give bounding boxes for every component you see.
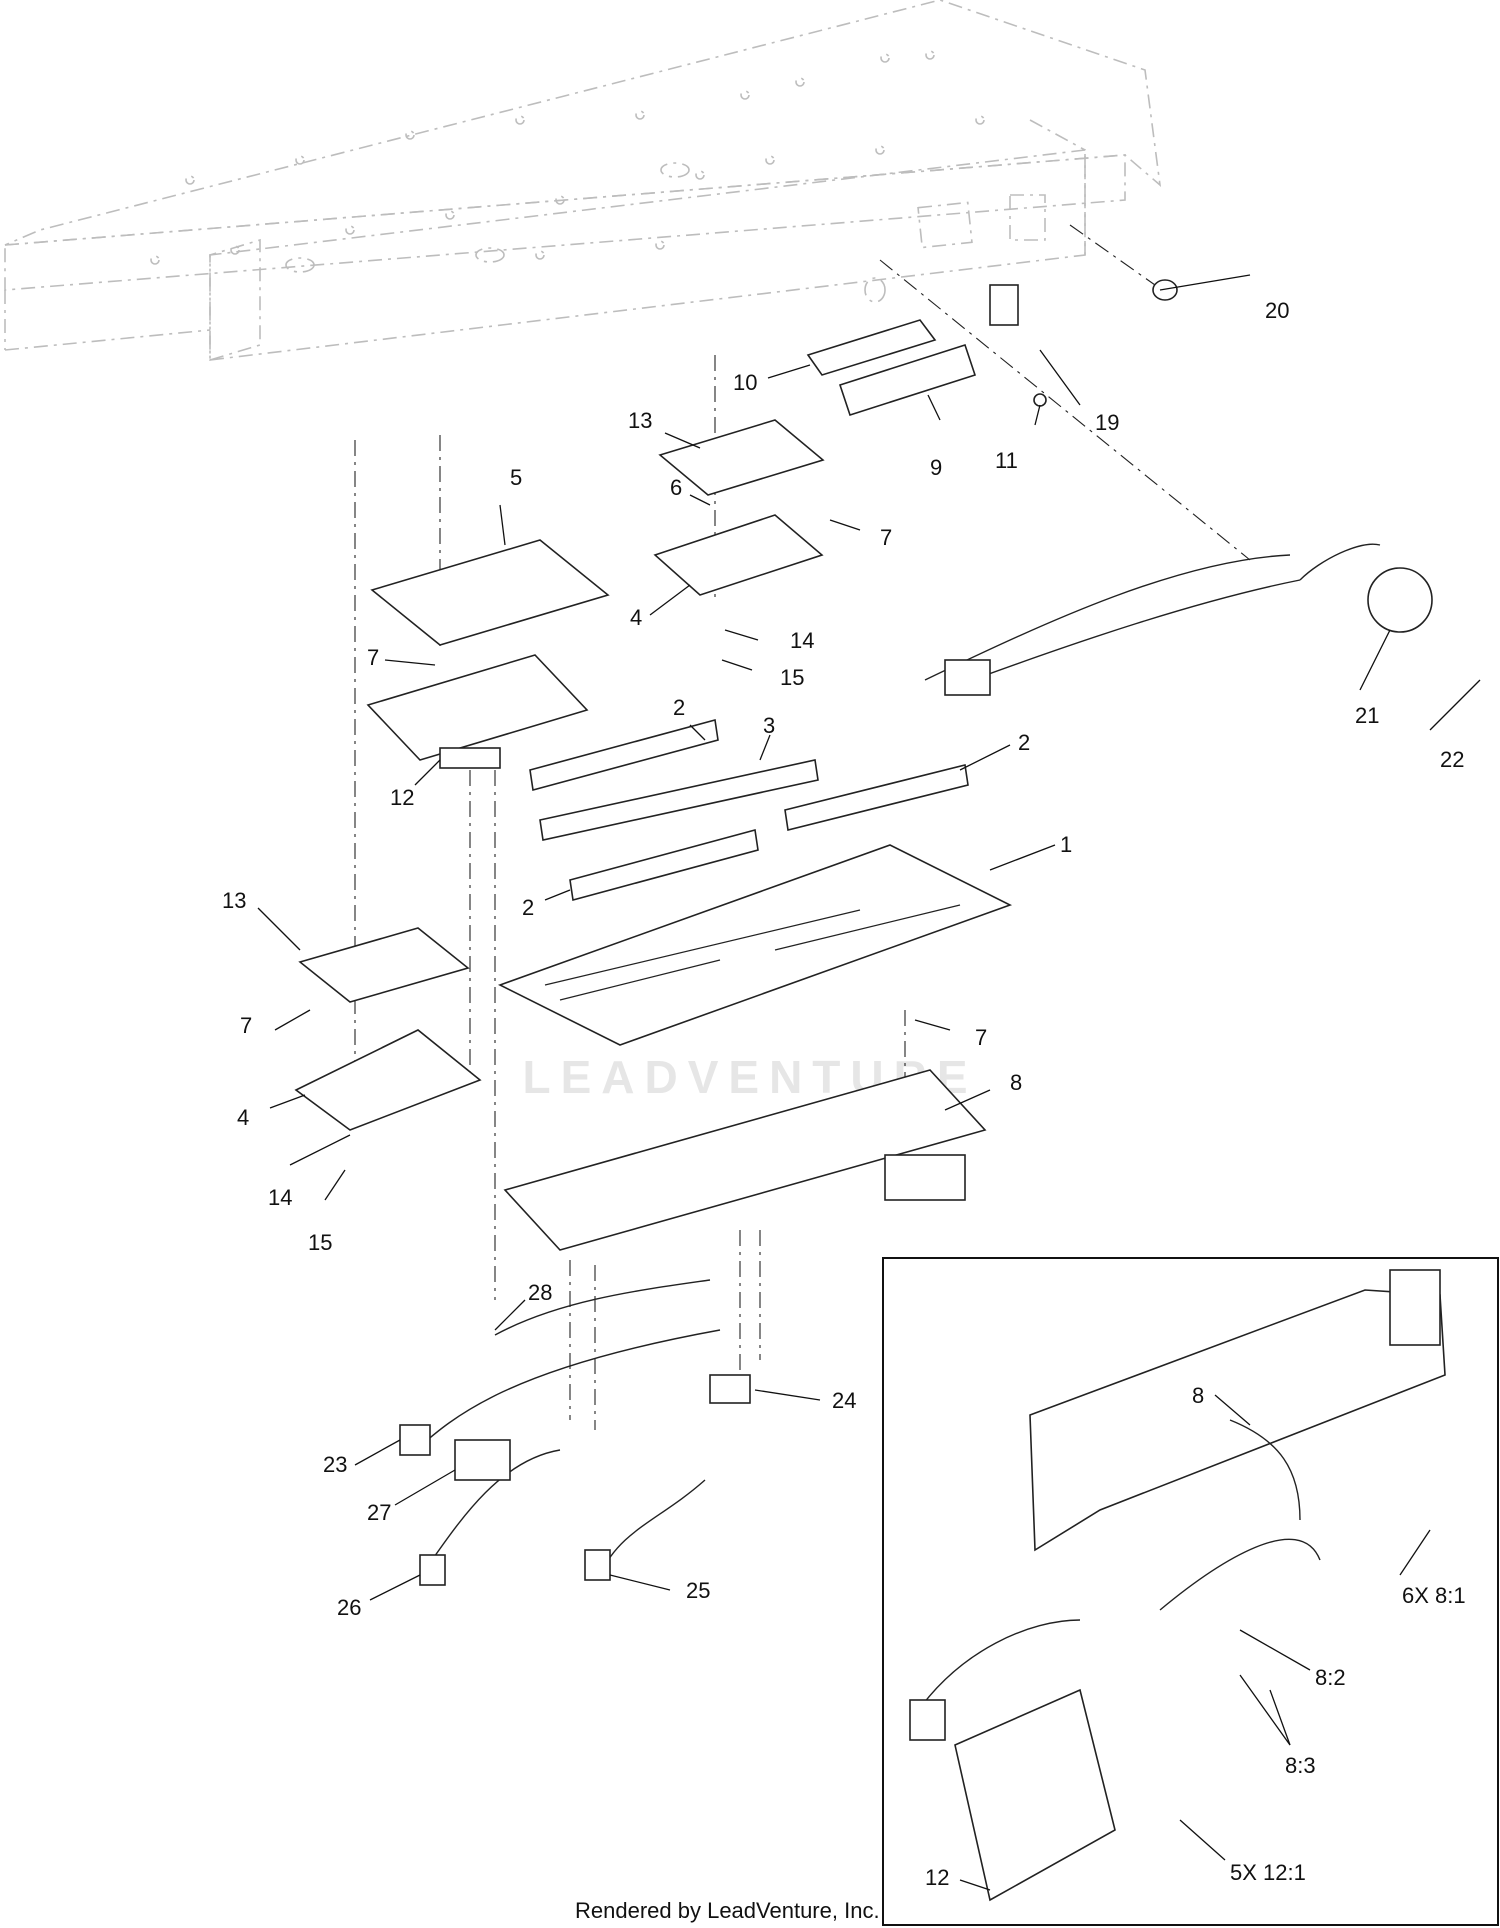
part-21-connector — [1367, 567, 1433, 633]
part-21-harness — [924, 543, 1381, 691]
callout-5: 5 — [510, 465, 522, 490]
callout-25: 25 — [686, 1578, 710, 1603]
callout-1: 1 — [1060, 832, 1072, 857]
part-12-board — [366, 654, 589, 761]
callout-13-upper: 13 — [628, 408, 652, 433]
callout-2-bottom: 2 — [522, 895, 534, 920]
callout-7-upper-right: 7 — [880, 525, 892, 550]
part-11-nut — [1033, 393, 1047, 407]
part-4-upper-plate — [653, 514, 824, 596]
part-13-upper-plate — [658, 419, 825, 496]
part-5-plate — [370, 539, 610, 646]
callout-20: 20 — [1265, 298, 1289, 323]
inset-plug — [909, 1699, 946, 1741]
chassis-frame — [4, 0, 1162, 362]
callout-4-upper: 4 — [630, 605, 642, 630]
part-2-strip-c — [569, 828, 759, 902]
inset-board-8-connector — [1389, 1269, 1441, 1346]
inset-callout-12: 12 — [925, 1865, 949, 1890]
part-19-switch — [989, 284, 1019, 326]
callout-15-upper: 15 — [780, 665, 804, 690]
part-2-strip-b — [784, 764, 969, 831]
callout-8: 8 — [1010, 1070, 1022, 1095]
inset-board-12 — [954, 1688, 1116, 1902]
callout-4-lower: 4 — [237, 1105, 249, 1130]
frame-standoffs — [150, 50, 985, 303]
part-26-plug — [419, 1554, 446, 1586]
part-25-plug — [584, 1549, 611, 1581]
part-10-gasket — [806, 319, 937, 376]
callout-9: 9 — [930, 455, 942, 480]
callout-14-upper: 14 — [790, 628, 814, 653]
inset-callout-5x: 5X 12:1 — [1230, 1860, 1306, 1885]
callout-26: 26 — [337, 1595, 361, 1620]
callout-22: 22 — [1440, 747, 1464, 772]
part-13-lower-plate — [298, 927, 470, 1003]
part-9-bezel — [838, 343, 977, 417]
inset-board-8 — [1029, 1289, 1446, 1552]
inset-callout-8: 8 — [1192, 1383, 1204, 1408]
part-8-connector — [884, 1154, 966, 1201]
part-1-base-plate — [497, 844, 1013, 1046]
part-20-plug — [1152, 279, 1178, 301]
part-12-connectors — [439, 747, 501, 769]
callout-11: 11 — [995, 448, 1018, 473]
leader-lines — [257, 274, 1481, 1601]
callout-10: 10 — [733, 370, 757, 395]
inset-detail-frame — [882, 1257, 1499, 1926]
callout-3: 3 — [763, 713, 775, 738]
part-21-plug — [944, 659, 991, 696]
callout-12: 12 — [390, 785, 414, 810]
inset-harness — [914, 1419, 1321, 1716]
callout-24: 24 — [832, 1388, 856, 1413]
callout-14-lower: 14 — [268, 1185, 292, 1210]
callout-2-top: 2 — [673, 695, 685, 720]
inset-callout-6x: 6X 8:1 — [1402, 1583, 1466, 1608]
inset-callout-8-3: 8:3 — [1285, 1753, 1316, 1778]
callout-6: 6 — [670, 475, 682, 500]
callout-13-lower: 13 — [222, 888, 246, 913]
callout-7-lower-left: 7 — [240, 1013, 252, 1038]
inset-detail-drawing: 8 6X 8:1 8:2 8:3 12 5X 12:1 — [909, 1269, 1466, 1902]
assembly-axes — [354, 224, 1251, 1430]
part-26-harness — [424, 1449, 561, 1571]
part-25-harness — [599, 1479, 706, 1576]
render-credit: Rendered by LeadVenture, Inc. — [575, 1898, 880, 1923]
part-23-harness — [409, 1329, 721, 1456]
part-27-connector — [454, 1439, 511, 1481]
callout-7-lower-right: 7 — [975, 1025, 987, 1050]
inset-callout-8-2: 8:2 — [1315, 1665, 1346, 1690]
callout-7-board: 7 — [367, 645, 379, 670]
callout-2-right: 2 — [1018, 730, 1030, 755]
callout-21: 21 — [1355, 703, 1379, 728]
part-8-main-board — [503, 1069, 987, 1251]
callout-15-lower: 15 — [308, 1230, 332, 1255]
part-3-strip — [539, 759, 819, 841]
part-24-plug — [709, 1374, 751, 1404]
part-23-plug — [399, 1424, 431, 1456]
callout-27: 27 — [367, 1500, 391, 1525]
part-4-lower-plate — [294, 1029, 482, 1131]
part-2-strip-a — [529, 718, 719, 792]
callout-23: 23 — [323, 1452, 347, 1477]
part-28-harness — [494, 1279, 711, 1336]
callout-19: 19 — [1095, 410, 1119, 435]
callout-28: 28 — [528, 1280, 552, 1305]
callouts: 20 10 13 9 11 19 5 6 7 4 14 15 7 12 2 3 … — [222, 298, 1464, 1620]
